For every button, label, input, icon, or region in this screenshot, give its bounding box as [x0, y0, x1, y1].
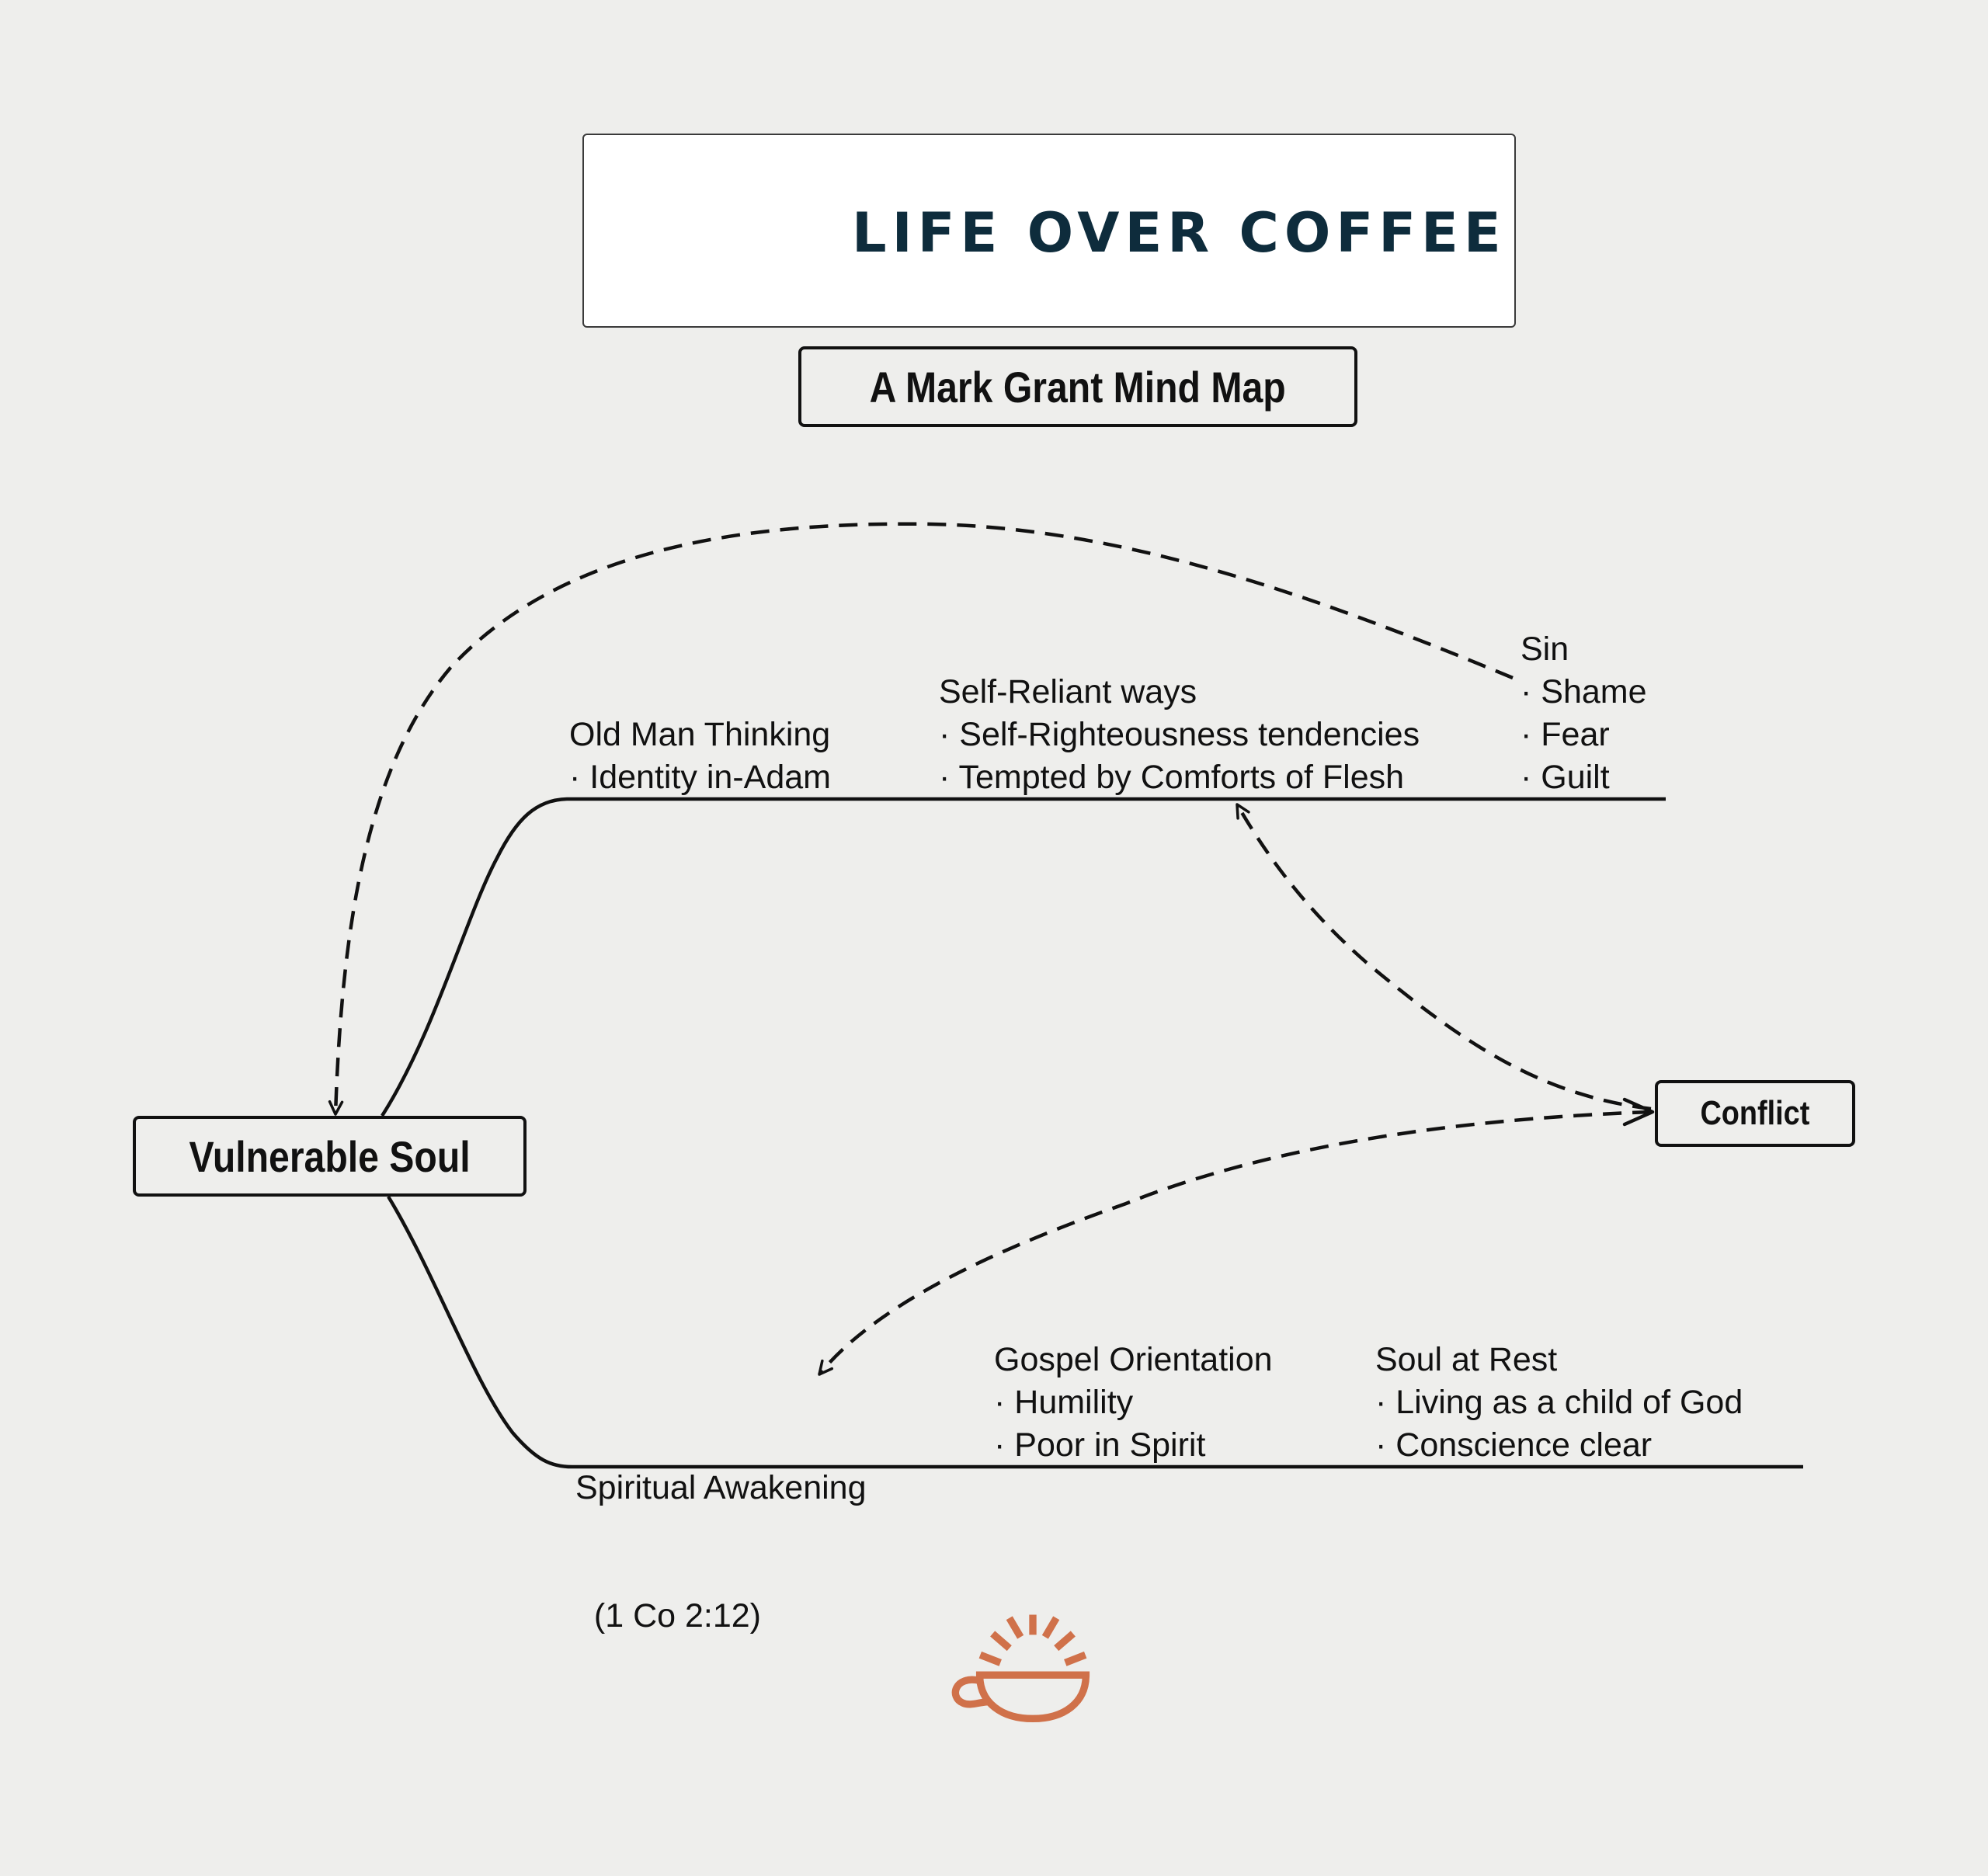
topic-heading: Gospel Orientation — [994, 1341, 1273, 1378]
page-title-text: A Mark Grant Mind Map — [869, 362, 1287, 412]
topic-spiritual-awakening[interactable]: Spiritual Awakening (1 Co 2:12) — [575, 1381, 867, 1680]
topic-item: · Tempted by Comforts of Flesh — [939, 759, 1405, 796]
topic-heading: Soul at Rest — [1375, 1341, 1558, 1378]
topic-item: · Fear — [1521, 716, 1610, 753]
sin-to-soul-arrow — [328, 522, 1514, 1116]
topic-item: · Guilt — [1521, 759, 1610, 796]
topic-heading: Old Man Thinking — [569, 716, 831, 753]
conflict-arrowhead-in — [1622, 1097, 1655, 1127]
coffee-cup-sunrise-icon — [951, 1614, 1090, 1723]
brand-name: LIFE OVER COFFEE — [852, 201, 1507, 265]
upper-branch-line — [381, 797, 1666, 1117]
topic-item: (1 Co 2:12) — [575, 1597, 761, 1635]
topic-item: · Living as a child of God — [1375, 1384, 1743, 1421]
center-node-vulnerable-soul[interactable]: Vulnerable Soul — [133, 1116, 527, 1197]
topic-sin[interactable]: Sin · Shame · Fear · Guilt — [1521, 628, 1647, 799]
brand-logo-card — [582, 134, 1516, 328]
topic-item: · Conscience clear — [1375, 1426, 1653, 1464]
conflict-to-upper-branch-arrow — [1236, 803, 1652, 1111]
topic-heading: Self-Reliant ways — [939, 673, 1197, 710]
page-title: A Mark Grant Mind Map — [798, 346, 1357, 427]
topic-item: · Humility — [994, 1384, 1134, 1421]
center-node-label: Vulnerable Soul — [189, 1131, 471, 1181]
topic-soul-at-rest[interactable]: Soul at Rest · Living as a child of God … — [1375, 1339, 1743, 1467]
topic-heading: Sin — [1521, 631, 1569, 668]
topic-gospel-orientation[interactable]: Gospel Orientation · Humility · Poor in … — [994, 1339, 1273, 1467]
lower-branch-line — [387, 1195, 1803, 1469]
conflict-node[interactable]: Conflict — [1655, 1080, 1855, 1147]
topic-item: · Self-Righteousness tendencies — [939, 716, 1420, 753]
topic-old-man-thinking[interactable]: Old Man Thinking · Identity in-Adam — [569, 714, 831, 799]
topic-item: · Identity in-Adam — [569, 759, 831, 796]
conflict-to-awakening-arrow — [818, 1110, 1652, 1376]
conflict-node-label: Conflict — [1700, 1094, 1810, 1132]
topic-heading: Spiritual Awakening — [575, 1469, 867, 1506]
topic-self-reliant-ways[interactable]: Self-Reliant ways · Self-Righteousness t… — [939, 671, 1420, 799]
topic-item: · Poor in Spirit — [994, 1426, 1206, 1464]
topic-item: · Shame — [1521, 673, 1647, 710]
